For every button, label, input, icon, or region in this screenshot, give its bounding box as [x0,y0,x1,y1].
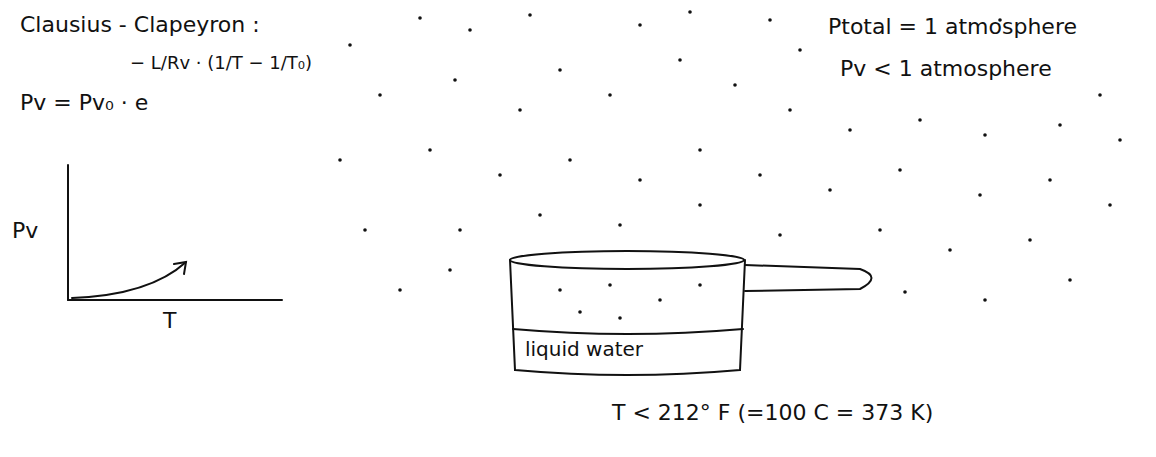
vapor-dot [878,228,882,232]
axis-label: T [163,308,176,334]
pot: liquid water [505,245,890,385]
vapor-dots [338,10,1122,320]
note: Pv < 1 atmosphere [840,56,1052,82]
vapor-dot [608,93,612,97]
vapor-dot [733,83,737,87]
vapor-dot [618,316,622,320]
vapor-dot [453,78,457,82]
vapor-dot [1118,138,1122,142]
vapor-dot [698,148,702,152]
vapor-dot [638,178,642,182]
vapor-dot [558,288,562,292]
vapor-dot [1058,123,1062,127]
vapor-dot [828,188,832,192]
vapor-dot [448,268,452,272]
vapor-dot [528,13,532,17]
vapor-dot [538,213,542,217]
vapor-dot [798,48,802,52]
axis-label: Pv [12,218,38,244]
vapor-dot [948,248,952,252]
equation: Pv = Pv₀ · e [20,90,148,116]
vapor-dot [978,193,982,197]
vapor-dot [1108,203,1112,207]
exponent-formula: − L/Rv · (1/T − 1/T₀) [130,52,312,74]
vapor-dot [678,58,682,62]
vapor-dot [698,283,702,287]
vapor-dot [698,203,702,207]
pot-handle [745,265,872,291]
vapor-dot [1028,238,1032,242]
vapor-dot [638,23,642,27]
x-axis [68,299,282,301]
vapor-dot [918,118,922,122]
vapor-dot [398,288,402,292]
vapor-dot [768,18,772,22]
vapor-dot [983,133,987,137]
vapor-dot [1048,178,1052,182]
vapor-dot [778,233,782,237]
vapor-dot [578,310,582,314]
vapor-pressure-curve [72,262,186,298]
vapor-dot [568,158,572,162]
vapor-dot [518,108,522,112]
vapor-dot [788,108,792,112]
vapor-dot [758,173,762,177]
temperature-note: T < 212° F (=100 C = 373 K) [612,400,933,426]
vapor-dot [338,158,342,162]
vapor-dot [458,228,462,232]
vapor-dot [658,298,662,302]
pot-outline [505,245,890,385]
vapor-dot [848,128,852,132]
content-label: liquid water [525,337,643,361]
pot-body [510,260,745,375]
vapor-dot [468,28,472,32]
note: Ptotal = 1 atmosphere [828,14,1077,40]
heading-note: Clausius - Clapeyron : [20,12,260,38]
y-axis [67,165,69,300]
vapor-dot [983,298,987,302]
vapor-dot [1068,278,1072,282]
vapor-dot [428,148,432,152]
vapor-dot [363,228,367,232]
arrow-head [174,262,186,274]
vapor-dot [903,290,907,294]
vapor-dot [898,168,902,172]
vapor-dot [418,16,422,20]
vapor-dot [378,93,382,97]
water-surface [513,329,743,334]
vapor-dot [608,283,612,287]
vapor-dot [348,43,352,47]
vapor-dot [1098,93,1102,97]
pot-rim [510,251,744,269]
vapor-dot [618,223,622,227]
vapor-dot [498,173,502,177]
vapor-dot [558,68,562,72]
vapor-dot [688,10,692,14]
